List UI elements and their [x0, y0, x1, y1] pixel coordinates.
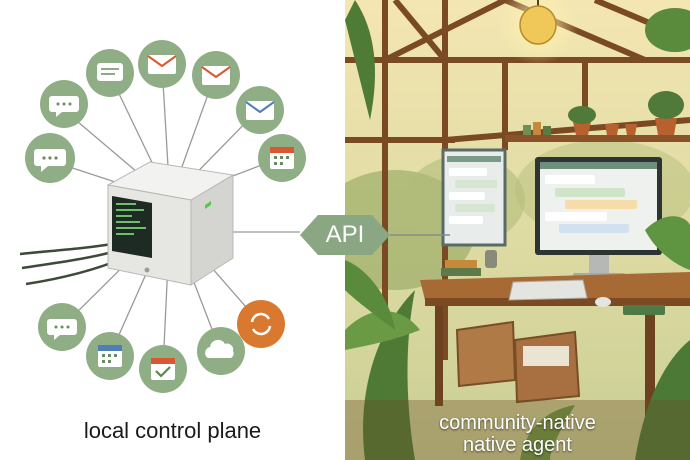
service-bubble-calendar-1 — [258, 134, 306, 182]
service-bubble-chat-1 — [40, 80, 88, 128]
service-bubble-calendar-check — [139, 345, 187, 393]
service-bubble-calendar-2 — [86, 332, 134, 380]
service-bubble-cloud — [197, 327, 245, 375]
wooden-desk — [420, 250, 690, 416]
service-bubble-mail-1 — [138, 40, 186, 88]
service-bubble-chat-2 — [25, 133, 75, 183]
secondary-monitor — [441, 148, 507, 247]
local-control-plane-panel: local control plane — [19, 40, 306, 443]
service-bubble-mail-3 — [236, 86, 284, 134]
community-native-agent-caption: community-native native agent — [345, 412, 690, 456]
storage-boxes — [455, 320, 581, 404]
caption-line-1: community-native — [439, 412, 596, 434]
community-agent-panel — [345, 0, 690, 460]
service-bubble-sync — [237, 300, 285, 348]
greenhouse-workspace-illustration — [345, 0, 690, 460]
service-bubble-mail-2 — [192, 51, 240, 99]
api-badge-label: API — [325, 221, 365, 248]
local-control-plane-caption: local control plane — [83, 418, 262, 443]
foreground-plants — [345, 0, 690, 460]
caption-line-2: native agent — [463, 434, 572, 456]
main-monitor — [535, 157, 662, 279]
service-bubble-chat-4 — [38, 303, 86, 351]
local-server-device — [106, 161, 235, 286]
service-bubble-chat-3 — [86, 49, 134, 97]
wall-shelf — [505, 91, 690, 142]
hub-diagram — [19, 40, 306, 393]
pendant-lamp — [498, 0, 578, 65]
